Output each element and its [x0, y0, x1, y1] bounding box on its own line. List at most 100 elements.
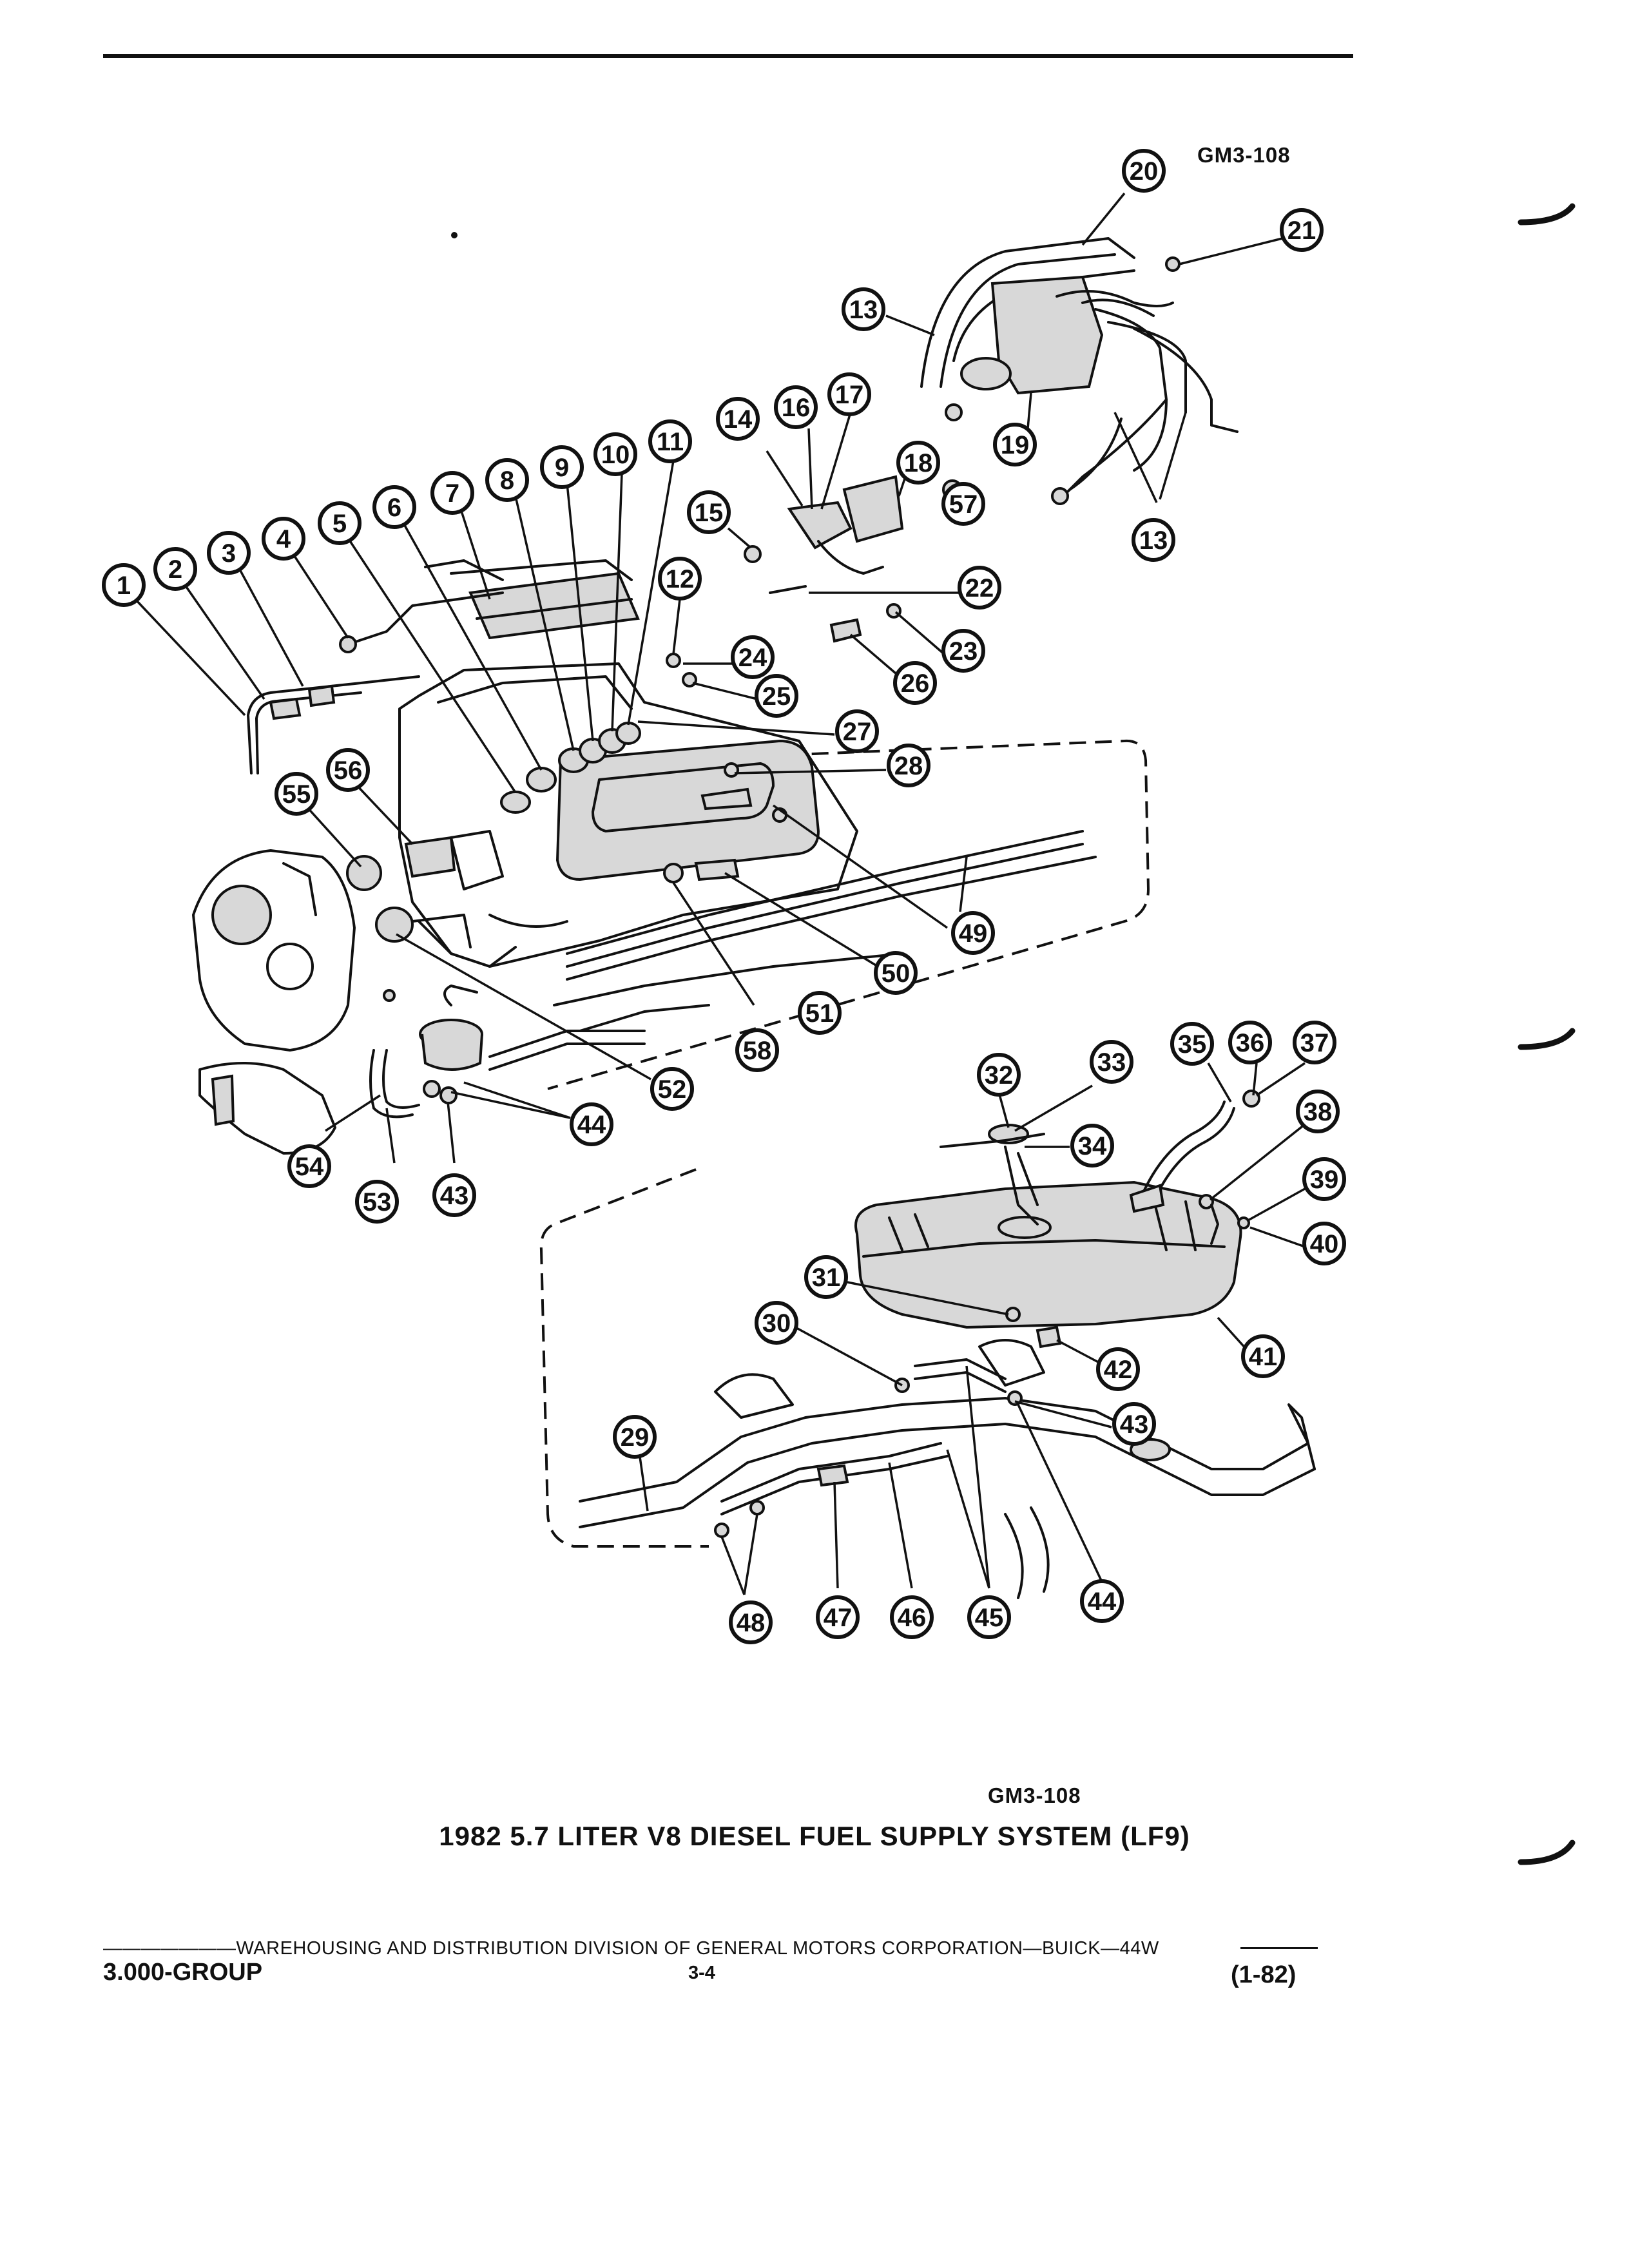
callout-9: 9 — [540, 445, 584, 489]
svg-text:23: 23 — [949, 637, 978, 666]
svg-text:3: 3 — [222, 539, 236, 568]
callout-31: 31 — [804, 1255, 848, 1299]
svg-text:46: 46 — [898, 1604, 927, 1632]
callout-10: 10 — [593, 432, 637, 476]
svg-text:13: 13 — [849, 296, 878, 324]
svg-text:11: 11 — [657, 428, 684, 456]
callout-24: 24 — [731, 635, 775, 679]
callout-14: 14 — [716, 397, 760, 441]
callout-43-left: 43 — [432, 1173, 476, 1217]
svg-text:44: 44 — [577, 1111, 606, 1139]
fuel-filter-lines — [198, 985, 646, 1155]
callout-55: 55 — [275, 772, 318, 816]
dashed-outline-upper — [547, 739, 1150, 1090]
svg-text:49: 49 — [959, 919, 988, 948]
frame-fuel-lines — [553, 830, 1097, 1032]
callout-13-top: 13 — [842, 287, 885, 331]
svg-text:24: 24 — [738, 644, 767, 672]
callout-5: 5 — [318, 501, 361, 545]
callout-49: 49 — [951, 911, 995, 955]
svg-text:14: 14 — [724, 405, 753, 434]
rear-frame — [579, 1339, 1316, 1599]
callout-43-lower: 43 — [1112, 1402, 1156, 1446]
svg-text:35: 35 — [1178, 1030, 1207, 1059]
callout-57: 57 — [941, 482, 985, 526]
callout-54: 54 — [287, 1144, 331, 1188]
svg-text:16: 16 — [782, 394, 811, 422]
callout-41: 41 — [1241, 1334, 1285, 1378]
callout-25: 25 — [755, 674, 798, 718]
callout-39: 39 — [1302, 1157, 1346, 1201]
svg-text:1: 1 — [117, 572, 131, 600]
callout-51: 51 — [798, 991, 842, 1035]
svg-text:31: 31 — [812, 1264, 841, 1292]
callout-21: 21 — [1280, 208, 1324, 252]
svg-text:30: 30 — [762, 1309, 791, 1338]
diagram-id-bottom: GM3-108 — [988, 1783, 1081, 1807]
svg-text:15: 15 — [695, 499, 724, 527]
callout-35: 35 — [1170, 1022, 1214, 1066]
callout-37: 37 — [1293, 1021, 1336, 1064]
callout-15: 15 — [687, 490, 731, 534]
svg-text:32: 32 — [985, 1061, 1014, 1090]
svg-text:52: 52 — [658, 1075, 687, 1104]
callout-12: 12 — [658, 557, 702, 601]
callout-44-lower: 44 — [1080, 1579, 1124, 1623]
svg-text:43: 43 — [440, 1182, 469, 1210]
fuel-tank — [854, 1090, 1260, 1349]
callout-44-left: 44 — [570, 1102, 613, 1146]
footer-group: 3.000-GROUP — [103, 1959, 263, 1986]
svg-text:19: 19 — [1001, 431, 1030, 459]
svg-text:38: 38 — [1304, 1098, 1333, 1126]
callout-1: 1 — [102, 563, 146, 607]
binder-mark-1 — [1518, 203, 1576, 226]
svg-text:42: 42 — [1104, 1356, 1133, 1384]
svg-text:25: 25 — [762, 682, 791, 711]
svg-text:33: 33 — [1097, 1048, 1126, 1077]
callout-45: 45 — [967, 1595, 1011, 1639]
callout-30: 30 — [755, 1301, 798, 1345]
svg-text:21: 21 — [1287, 216, 1316, 245]
callout-36: 36 — [1228, 1021, 1272, 1064]
svg-text:27: 27 — [843, 718, 872, 746]
injection-pump-assembly — [920, 237, 1239, 505]
leader-lines — [134, 192, 1306, 1595]
svg-text:20: 20 — [1130, 157, 1159, 186]
callout-4: 4 — [262, 517, 305, 561]
callout-56: 56 — [326, 748, 370, 792]
callout-23: 23 — [941, 629, 985, 673]
callout-46: 46 — [890, 1595, 934, 1639]
callout-26: 26 — [893, 661, 937, 705]
callout-29: 29 — [613, 1415, 657, 1459]
callout-28: 28 — [887, 744, 930, 787]
svg-text:47: 47 — [824, 1604, 853, 1632]
callout-16: 16 — [774, 385, 818, 429]
callout-2: 2 — [153, 547, 197, 591]
svg-text:28: 28 — [894, 752, 923, 780]
svg-text:48: 48 — [737, 1609, 766, 1637]
callout-53: 53 — [355, 1180, 399, 1224]
svg-text:18: 18 — [904, 449, 933, 477]
callout-11: 11 — [648, 419, 692, 463]
svg-text:4: 4 — [276, 525, 291, 553]
svg-text:44: 44 — [1088, 1588, 1117, 1616]
callout-50: 50 — [874, 951, 918, 995]
speck — [451, 232, 458, 238]
exploded-parts-diagram: 1 2 3 4 5 6 7 8 9 10 11 12 13 13 14 15 1… — [102, 149, 1576, 1865]
svg-text:40: 40 — [1310, 1230, 1339, 1258]
svg-text:53: 53 — [363, 1188, 392, 1216]
footer-page-number: 3-4 — [688, 1963, 715, 1983]
svg-text:6: 6 — [387, 494, 401, 522]
callout-13-right: 13 — [1132, 518, 1175, 562]
top-rule — [103, 54, 1353, 58]
callout-38: 38 — [1296, 1090, 1340, 1133]
svg-text:13: 13 — [1139, 526, 1168, 555]
callout-17: 17 — [827, 372, 871, 416]
svg-text:7: 7 — [445, 479, 459, 508]
svg-text:45: 45 — [975, 1604, 1004, 1632]
callout-6: 6 — [372, 485, 416, 529]
svg-text:10: 10 — [601, 441, 630, 469]
callout-52: 52 — [650, 1067, 694, 1111]
callouts: 1 2 3 4 5 6 7 8 9 10 11 12 13 13 14 15 1… — [102, 149, 1346, 1644]
svg-text:34: 34 — [1078, 1132, 1107, 1160]
